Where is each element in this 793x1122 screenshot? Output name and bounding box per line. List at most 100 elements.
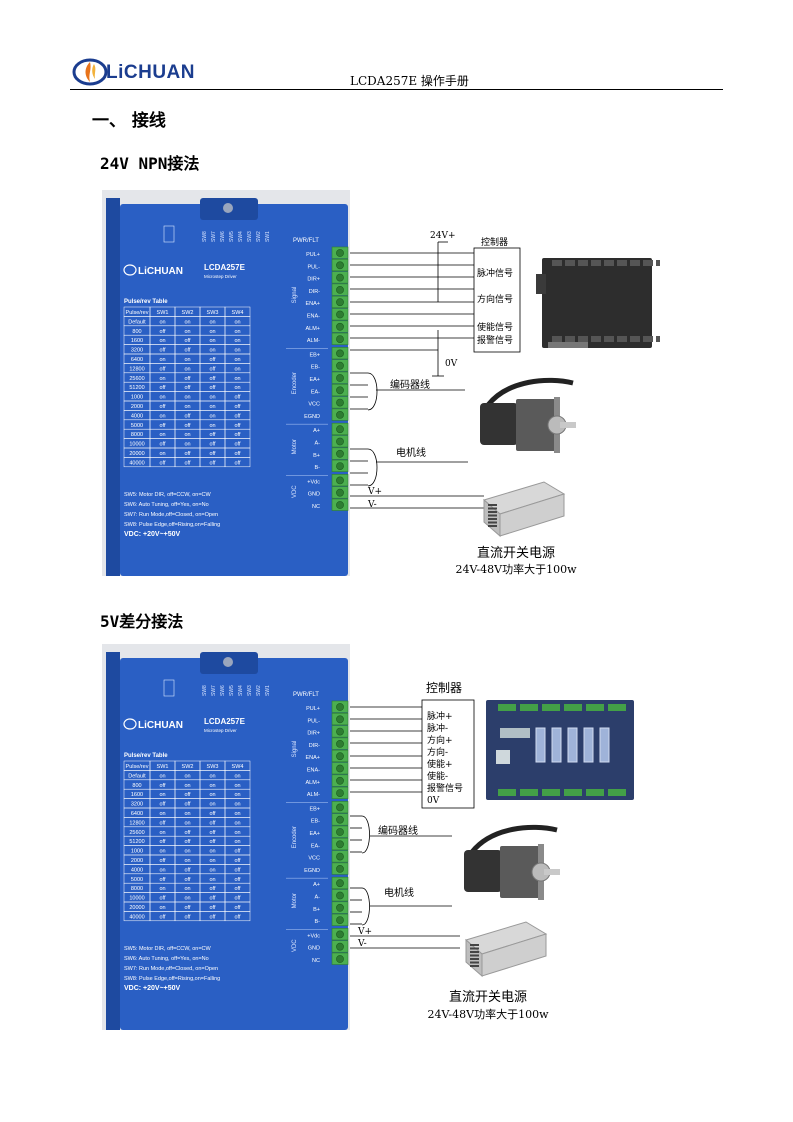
table-value-cell: off bbox=[159, 802, 165, 808]
table-value-cell: off bbox=[209, 905, 215, 911]
table-value-cell: on bbox=[209, 413, 215, 419]
table-value-cell: on bbox=[209, 783, 215, 789]
terminal-screw-icon bbox=[336, 437, 344, 446]
table-value-cell: on bbox=[234, 802, 240, 808]
table-value-cell: on bbox=[209, 858, 215, 864]
plc-io-slot bbox=[656, 336, 660, 342]
table-value-cell: off bbox=[209, 896, 215, 902]
table-value-cell: off bbox=[209, 886, 215, 892]
table-value-cell: on bbox=[234, 366, 240, 372]
table-value-cell: on bbox=[209, 319, 215, 325]
plc-io-slot bbox=[552, 336, 562, 342]
card-db-connector bbox=[567, 727, 578, 763]
table-value-cell: on bbox=[184, 811, 190, 817]
terminal-pin-label: EB- bbox=[311, 365, 320, 371]
psu-front bbox=[481, 933, 547, 977]
ground-label: 0V bbox=[445, 359, 458, 369]
driver-logo-icon bbox=[123, 264, 137, 276]
plc-controller-image bbox=[536, 258, 660, 348]
terminal-screw-icon bbox=[336, 476, 344, 485]
terminal-pin-label: ENA- bbox=[307, 314, 320, 320]
terminal-screw-icon bbox=[336, 449, 344, 458]
table-value-cell: 6400 bbox=[131, 357, 143, 363]
table-value-cell: on bbox=[209, 395, 215, 401]
table-header-cell: SW2 bbox=[182, 764, 194, 770]
table-value-cell: off bbox=[209, 914, 215, 920]
table-value-cell: off bbox=[159, 877, 165, 883]
table-value-cell: off bbox=[209, 839, 215, 845]
table-value-cell: on bbox=[234, 385, 240, 391]
terminal-group-label: Motor bbox=[292, 893, 298, 908]
card-terminal-top bbox=[564, 704, 582, 711]
table-value-cell: on bbox=[184, 858, 190, 864]
table-value-cell: on bbox=[159, 395, 165, 401]
psu-terminal bbox=[488, 521, 497, 524]
terminal-pin-label: GND bbox=[308, 492, 320, 498]
terminal-screw-icon bbox=[336, 322, 344, 331]
terminal-screw-icon bbox=[336, 386, 344, 395]
psu-terminal bbox=[488, 518, 497, 520]
table-value-cell: on bbox=[234, 338, 240, 344]
controller-box bbox=[421, 699, 475, 809]
terminal-pin-label: A- bbox=[315, 895, 321, 901]
controller-box bbox=[473, 247, 521, 353]
card-terminal-bottom bbox=[542, 789, 560, 796]
table-value-cell: off bbox=[209, 442, 215, 448]
table-value-cell: on bbox=[234, 348, 240, 354]
dip-switch-label: SW6 bbox=[220, 231, 226, 242]
table-value-cell: on bbox=[159, 792, 165, 798]
plc-io-slot bbox=[578, 260, 588, 266]
driver-front-panel bbox=[120, 658, 348, 1030]
terminal-pin-label: ENA+ bbox=[305, 755, 320, 761]
psu-terminal bbox=[470, 961, 479, 964]
table-value-cell: off bbox=[184, 413, 190, 419]
terminal-screw-icon bbox=[336, 891, 344, 900]
table-value-cell: on bbox=[209, 867, 215, 873]
terminal-pin-label: EA+ bbox=[309, 377, 320, 383]
psu-terminal bbox=[470, 954, 479, 957]
controller-signal-label: 0V bbox=[427, 796, 440, 806]
terminal-screw-icon bbox=[336, 462, 344, 470]
table-value-cell: off bbox=[234, 423, 240, 429]
table-value-cell: off bbox=[159, 404, 165, 410]
table-value-cell: off bbox=[159, 348, 165, 354]
dip-switch-label: SW7 bbox=[211, 231, 217, 242]
motor-shaft bbox=[560, 422, 576, 428]
motor-encoder-housing bbox=[480, 403, 518, 445]
table-value-cell: 12800 bbox=[129, 366, 144, 372]
terminal-pin-label: B- bbox=[315, 465, 321, 471]
table-value-cell: 51200 bbox=[129, 839, 144, 845]
dip-switch-label: SW3 bbox=[247, 231, 253, 242]
table-value-cell: off bbox=[234, 404, 240, 410]
psu-terminal bbox=[470, 951, 479, 953]
terminal-pin-label: +Vdc bbox=[307, 479, 320, 485]
table-value-cell: off bbox=[184, 792, 190, 798]
driver-logo-icon bbox=[123, 718, 137, 730]
terminal-group-label: Encoder bbox=[292, 372, 298, 394]
encoder-bundle bbox=[361, 815, 370, 854]
terminal-screw-icon bbox=[336, 261, 344, 270]
psu-vplus-label: V+ bbox=[367, 487, 382, 497]
terminal-screw-icon bbox=[336, 501, 344, 509]
table-value-cell: 1600 bbox=[131, 792, 143, 798]
table-value-cell: off bbox=[209, 432, 215, 438]
dip-switch-label: SW3 bbox=[247, 685, 253, 696]
table-value-cell: 800 bbox=[132, 329, 141, 335]
table-value-cell: on bbox=[234, 376, 240, 382]
table-value-cell: off bbox=[209, 366, 215, 372]
table-value-cell: on bbox=[234, 329, 240, 335]
table-value-cell: off bbox=[184, 423, 190, 429]
motor-encoder-housing bbox=[464, 850, 502, 892]
plc-io-slot bbox=[552, 260, 562, 266]
switch-note: SW5: Motor DIR, off=CCW, on=CW bbox=[124, 946, 212, 952]
table-value-cell: on bbox=[234, 830, 240, 836]
terminal-screw-icon bbox=[336, 903, 344, 912]
power-supply-image bbox=[482, 481, 566, 538]
vplus-label: 24V+ bbox=[430, 231, 456, 241]
terminal-screw-icon bbox=[336, 864, 344, 873]
table-value-cell: on bbox=[209, 348, 215, 354]
table-value-cell: on bbox=[184, 820, 190, 826]
terminal-pin-label: EA+ bbox=[309, 831, 320, 837]
card-ethernet-port bbox=[496, 750, 510, 764]
table-value-cell: off bbox=[184, 338, 190, 344]
